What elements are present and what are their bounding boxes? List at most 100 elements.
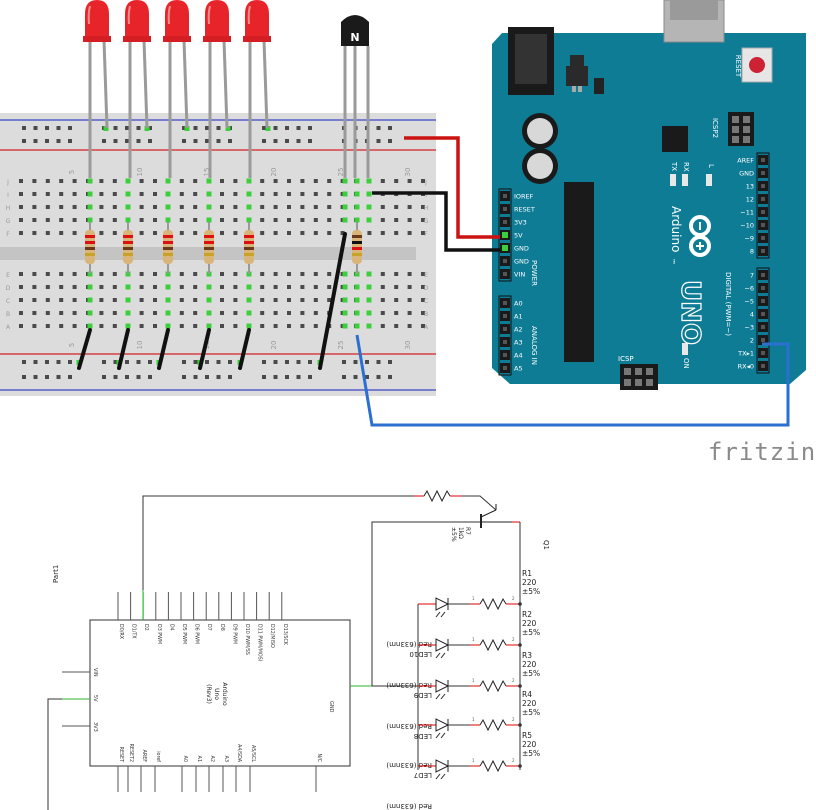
breadboard-hole[interactable] xyxy=(153,218,157,222)
breadboard-hole[interactable] xyxy=(300,192,305,196)
rail-hole[interactable] xyxy=(56,126,61,130)
breadboard-hole[interactable] xyxy=(153,285,157,289)
breadboard-hole[interactable] xyxy=(407,179,412,183)
breadboard-hole[interactable] xyxy=(220,192,224,196)
red-led[interactable] xyxy=(83,0,111,178)
breadboard-hole[interactable] xyxy=(153,231,157,235)
rail-hole[interactable] xyxy=(45,375,49,379)
breadboard-hole[interactable] xyxy=(394,179,399,183)
breadboard-hole[interactable] xyxy=(112,205,117,209)
rail-hole[interactable] xyxy=(33,360,38,364)
breadboard-hole[interactable] xyxy=(72,192,77,196)
breadboard-hole[interactable] xyxy=(313,285,318,289)
rail-hole[interactable] xyxy=(365,375,369,379)
rail-hole[interactable] xyxy=(296,375,301,379)
breadboard-hole[interactable] xyxy=(287,218,291,222)
breadboard-hole[interactable] xyxy=(112,324,117,328)
rail-hole[interactable] xyxy=(353,360,358,364)
rail-hole[interactable] xyxy=(22,126,26,130)
breadboard-hole[interactable] xyxy=(19,324,23,328)
breadboard-hole[interactable] xyxy=(273,192,278,196)
breadboard-hole[interactable] xyxy=(59,231,64,235)
breadboard-hole[interactable] xyxy=(233,192,238,196)
rail-hole[interactable] xyxy=(262,139,266,143)
resistor[interactable] xyxy=(85,222,95,274)
rail-hole[interactable] xyxy=(148,360,152,364)
breadboard-hole[interactable] xyxy=(380,298,385,302)
breadboard-hole[interactable] xyxy=(313,311,318,315)
breadboard-hole[interactable] xyxy=(72,311,77,315)
breadboard-hole[interactable] xyxy=(421,324,425,328)
breadboard-hole[interactable] xyxy=(300,218,305,222)
breadboard-hole[interactable] xyxy=(179,285,184,289)
breadboard-hole[interactable] xyxy=(153,192,157,196)
breadboard-hole[interactable] xyxy=(313,231,318,235)
breadboard-hole[interactable] xyxy=(59,179,64,183)
breadboard-hole[interactable] xyxy=(380,311,385,315)
rail-hole[interactable] xyxy=(68,375,72,379)
breadboard-hole[interactable] xyxy=(19,192,23,196)
breadboard-hole[interactable] xyxy=(32,311,37,315)
breadboard-hole[interactable] xyxy=(327,298,332,302)
rail-hole[interactable] xyxy=(125,360,129,364)
breadboard-hole[interactable] xyxy=(394,311,399,315)
rail-hole[interactable] xyxy=(342,360,346,364)
breadboard-hole[interactable] xyxy=(153,179,157,183)
rail-hole[interactable] xyxy=(353,375,358,379)
breadboard-hole[interactable] xyxy=(220,272,224,276)
breadboard-hole[interactable] xyxy=(394,272,399,276)
breadboard-hole[interactable] xyxy=(220,324,224,328)
rail-hole[interactable] xyxy=(102,139,106,143)
breadboard-hole[interactable] xyxy=(32,272,37,276)
breadboard-hole[interactable] xyxy=(72,231,77,235)
breadboard-hole[interactable] xyxy=(394,231,399,235)
red-led[interactable] xyxy=(123,0,151,178)
breadboard-hole[interactable] xyxy=(313,324,318,328)
breadboard-hole[interactable] xyxy=(32,231,37,235)
breadboard-hole[interactable] xyxy=(19,205,23,209)
rail-hole[interactable] xyxy=(388,360,392,364)
breadboard-hole[interactable] xyxy=(233,285,238,289)
rail-hole[interactable] xyxy=(33,139,38,143)
rail-hole[interactable] xyxy=(33,126,38,130)
breadboard-hole[interactable] xyxy=(99,179,104,183)
rail-hole[interactable] xyxy=(205,375,209,379)
rail-hole[interactable] xyxy=(45,126,49,130)
breadboard-hole[interactable] xyxy=(19,231,23,235)
breadboard-hole[interactable] xyxy=(72,298,77,302)
rail-hole[interactable] xyxy=(182,126,186,130)
breadboard-hole[interactable] xyxy=(45,231,50,235)
breadboard-hole[interactable] xyxy=(220,298,224,302)
breadboard-hole[interactable] xyxy=(260,298,265,302)
breadboard-hole[interactable] xyxy=(421,218,425,222)
breadboard-hole[interactable] xyxy=(179,205,184,209)
breadboard-hole[interactable] xyxy=(112,272,117,276)
breadboard-hole[interactable] xyxy=(19,285,23,289)
breadboard-hole[interactable] xyxy=(380,324,385,328)
rail-hole[interactable] xyxy=(45,139,49,143)
resistor[interactable] xyxy=(123,222,133,274)
red-led[interactable] xyxy=(203,0,231,178)
breadboard-hole[interactable] xyxy=(260,179,265,183)
rail-hole[interactable] xyxy=(262,375,266,379)
breadboard-hole[interactable] xyxy=(407,218,412,222)
rail-hole[interactable] xyxy=(193,126,198,130)
breadboard-hole[interactable] xyxy=(179,179,184,183)
rail-hole[interactable] xyxy=(376,375,381,379)
breadboard-hole[interactable] xyxy=(193,179,198,183)
rail-hole[interactable] xyxy=(296,360,301,364)
breadboard-hole[interactable] xyxy=(260,285,265,289)
jumper-5[interactable] xyxy=(238,328,251,370)
breadboard-hole[interactable] xyxy=(99,231,104,235)
breadboard-hole[interactable] xyxy=(45,311,50,315)
resistor[interactable] xyxy=(244,222,254,274)
breadboard-hole[interactable] xyxy=(287,285,291,289)
breadboard-hole[interactable] xyxy=(99,311,104,315)
breadboard-hole[interactable] xyxy=(72,324,77,328)
breadboard-hole[interactable] xyxy=(367,231,372,235)
breadboard-hole[interactable] xyxy=(32,298,37,302)
breadboard-hole[interactable] xyxy=(153,272,157,276)
breadboard-hole[interactable] xyxy=(300,285,305,289)
breadboard-hole[interactable] xyxy=(193,218,198,222)
breadboard-hole[interactable] xyxy=(394,324,399,328)
